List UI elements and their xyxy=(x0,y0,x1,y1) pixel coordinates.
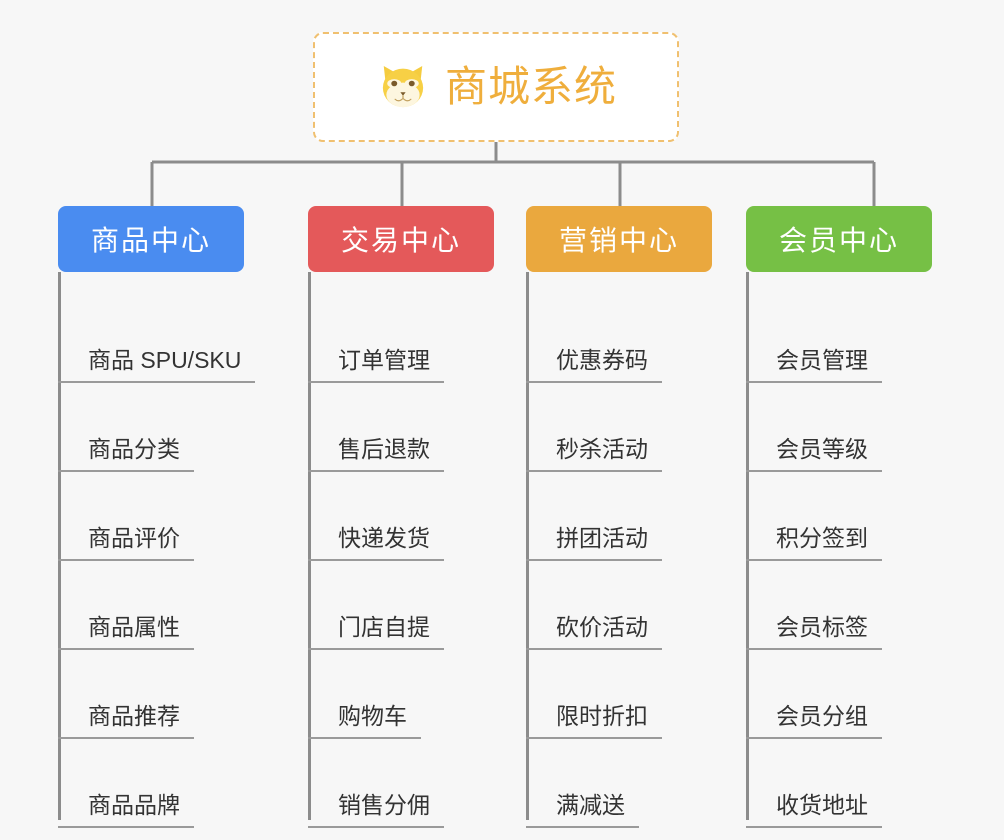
list-item[interactable]: 会员等级 xyxy=(746,383,932,472)
category-header-trade-center[interactable]: 交易中心 xyxy=(308,206,494,272)
list-item-label: 商品分类 xyxy=(58,436,194,472)
list-item[interactable]: 商品 SPU/SKU xyxy=(58,294,256,383)
list-item-label: 满减送 xyxy=(526,792,639,828)
category-header-member-center[interactable]: 会员中心 xyxy=(746,206,932,272)
list-item-label: 商品推荐 xyxy=(58,703,194,739)
list-item-label: 会员分组 xyxy=(746,703,882,739)
list-item-label: 优惠券码 xyxy=(526,347,662,383)
list-item-label: 商品属性 xyxy=(58,614,194,650)
list-item-label: 砍价活动 xyxy=(526,614,662,650)
category-header-marketing-center[interactable]: 营销中心 xyxy=(526,206,712,272)
list-item-label: 商品评价 xyxy=(58,525,194,561)
list-item[interactable]: 拼团活动 xyxy=(526,472,712,561)
list-item-label: 购物车 xyxy=(308,703,421,739)
column-trunk-line xyxy=(526,272,529,820)
list-item-label: 销售分佣 xyxy=(308,792,444,828)
column-trunk-line xyxy=(308,272,311,820)
category-items-product-center: 商品 SPU/SKU 商品分类 商品评价 商品属性 商品推荐 商品品牌 xyxy=(58,272,256,828)
list-item[interactable]: 会员管理 xyxy=(746,294,932,383)
list-item[interactable]: 限时折扣 xyxy=(526,650,712,739)
list-item-label: 会员等级 xyxy=(746,436,882,472)
category-header-label: 营销中心 xyxy=(558,225,679,256)
list-item-label: 限时折扣 xyxy=(526,703,662,739)
list-item-label: 收货地址 xyxy=(746,792,882,828)
list-item[interactable]: 销售分佣 xyxy=(308,739,494,828)
list-item[interactable]: 砍价活动 xyxy=(526,561,712,650)
category-header-product-center[interactable]: 商品中心 xyxy=(58,206,244,272)
list-item[interactable]: 商品评价 xyxy=(58,472,244,561)
list-item[interactable]: 会员标签 xyxy=(746,561,932,650)
list-item-label: 快递发货 xyxy=(308,525,444,561)
list-item-label: 会员标签 xyxy=(746,614,882,650)
list-item[interactable]: 门店自提 xyxy=(308,561,494,650)
list-item[interactable]: 秒杀活动 xyxy=(526,383,712,472)
list-item-label: 秒杀活动 xyxy=(526,436,662,472)
list-item[interactable]: 售后退款 xyxy=(308,383,494,472)
list-item-label: 商品品牌 xyxy=(58,792,194,828)
category-items-trade-center: 订单管理 售后退款 快递发货 门店自提 购物车 销售分佣 xyxy=(308,272,494,828)
list-item[interactable]: 满减送 xyxy=(526,739,712,828)
category-column-member-center: 会员中心 会员管理 会员等级 积分签到 会员标签 会员分组 收货地址 xyxy=(746,206,932,828)
column-trunk-line xyxy=(746,272,749,820)
category-header-label: 商品中心 xyxy=(90,225,211,256)
list-item-label: 拼团活动 xyxy=(526,525,662,561)
list-item-label: 门店自提 xyxy=(308,614,444,650)
list-item-label: 积分签到 xyxy=(746,525,882,561)
root-node[interactable]: 商城系统 xyxy=(313,32,679,142)
category-items-member-center: 会员管理 会员等级 积分签到 会员标签 会员分组 收货地址 xyxy=(746,272,932,828)
list-item-label: 售后退款 xyxy=(308,436,444,472)
list-item[interactable]: 快递发货 xyxy=(308,472,494,561)
shiba-dog-face-icon xyxy=(382,66,424,108)
list-item[interactable]: 购物车 xyxy=(308,650,494,739)
column-trunk-line xyxy=(58,272,61,820)
list-item[interactable]: 优惠券码 xyxy=(526,294,712,383)
category-column-product-center: 商品中心 商品 SPU/SKU 商品分类 商品评价 商品属性 商品推荐 商品品牌 xyxy=(58,206,256,828)
category-items-marketing-center: 优惠券码 秒杀活动 拼团活动 砍价活动 限时折扣 满减送 xyxy=(526,272,712,828)
list-item-label: 订单管理 xyxy=(308,347,444,383)
list-item[interactable]: 商品属性 xyxy=(58,561,244,650)
category-header-label: 交易中心 xyxy=(340,225,461,256)
list-item[interactable]: 商品推荐 xyxy=(58,650,244,739)
list-item[interactable]: 收货地址 xyxy=(746,739,932,828)
list-item[interactable]: 商品分类 xyxy=(58,383,244,472)
category-header-label: 会员中心 xyxy=(778,225,899,256)
list-item[interactable]: 商品品牌 xyxy=(58,739,244,828)
list-item[interactable]: 订单管理 xyxy=(308,294,494,383)
root-title: 商城系统 xyxy=(444,63,617,110)
list-item[interactable]: 积分签到 xyxy=(746,472,932,561)
category-column-trade-center: 交易中心 订单管理 售后退款 快递发货 门店自提 购物车 销售分佣 xyxy=(308,206,494,828)
list-item[interactable]: 会员分组 xyxy=(746,650,932,739)
list-item-label: 商品 SPU/SKU xyxy=(58,347,256,383)
list-item-label: 会员管理 xyxy=(746,347,882,383)
category-column-marketing-center: 营销中心 优惠券码 秒杀活动 拼团活动 砍价活动 限时折扣 满减送 xyxy=(526,206,712,828)
